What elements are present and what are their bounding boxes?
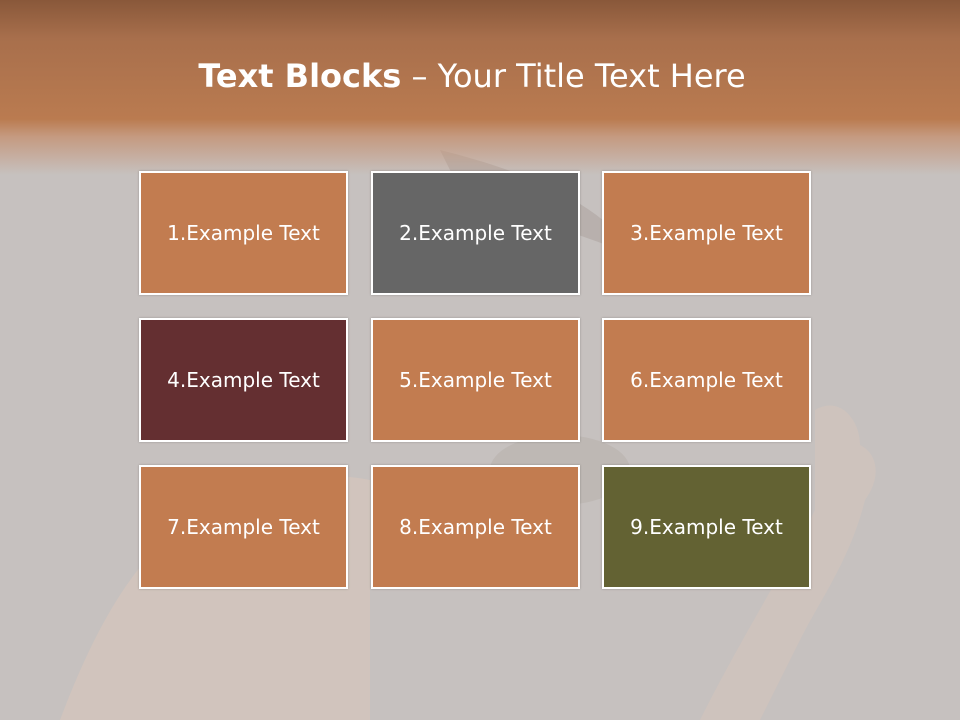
- text-block-label: 7.Example Text: [167, 515, 320, 539]
- text-block-4[interactable]: 4.Example Text: [139, 318, 348, 442]
- text-block-7[interactable]: 7.Example Text: [139, 465, 348, 589]
- text-block-label: 2.Example Text: [399, 221, 552, 245]
- text-block-label: 8.Example Text: [399, 515, 552, 539]
- text-block-label: 4.Example Text: [167, 368, 320, 392]
- text-block-6[interactable]: 6.Example Text: [602, 318, 811, 442]
- title-bold-text: Text Blocks: [198, 57, 402, 95]
- text-block-3[interactable]: 3.Example Text: [602, 171, 811, 295]
- header-band: [0, 0, 960, 175]
- text-block-label: 9.Example Text: [630, 515, 783, 539]
- slide-title: Text Blocks – Your Title Text Here: [0, 56, 944, 96]
- title-rest-text: Your Title Text Here: [437, 57, 746, 95]
- text-block-label: 3.Example Text: [630, 221, 783, 245]
- text-block-8[interactable]: 8.Example Text: [371, 465, 580, 589]
- text-block-2[interactable]: 2.Example Text: [371, 171, 580, 295]
- text-block-1[interactable]: 1.Example Text: [139, 171, 348, 295]
- text-block-9[interactable]: 9.Example Text: [602, 465, 811, 589]
- text-block-5[interactable]: 5.Example Text: [371, 318, 580, 442]
- text-block-label: 5.Example Text: [399, 368, 552, 392]
- text-block-label: 1.Example Text: [167, 221, 320, 245]
- title-separator: –: [401, 57, 438, 95]
- text-block-label: 6.Example Text: [630, 368, 783, 392]
